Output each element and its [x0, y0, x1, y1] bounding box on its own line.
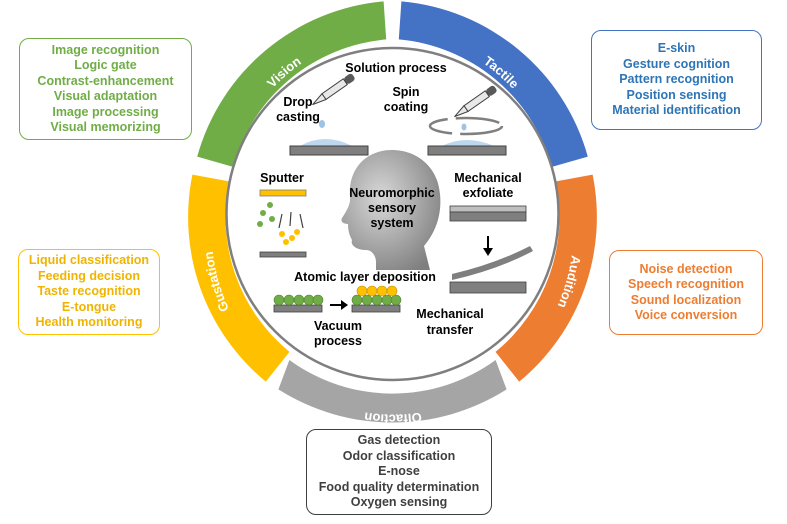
gustation-application: Liquid classification: [28, 253, 150, 268]
audition-application: Voice conversion: [634, 308, 738, 322]
mechanical-exfoliate-label-2: exfoliate: [463, 186, 514, 200]
vision-application: Image recognition: [51, 42, 160, 57]
drop-casting-label-2: casting: [276, 110, 320, 124]
vision-application: Image processing: [52, 104, 159, 119]
vacuum-process-label-2: process: [314, 334, 362, 348]
olfaction-application: Gas detection: [357, 433, 441, 448]
gustation-applications-box: Liquid classification Feeding decision T…: [18, 249, 160, 335]
center-title-line-3: system: [370, 216, 413, 230]
center-title-line-2: sensory: [368, 201, 416, 215]
sputter-illustration: [257, 189, 307, 258]
vision-applications-box: Image recognition Logic gate Contrast-en…: [19, 38, 192, 140]
drop-casting-label-1: Drop: [283, 95, 313, 109]
tactile-application: Pattern recognition: [619, 72, 734, 87]
exfoliation-illustration: [449, 205, 533, 294]
ring-segment-audition: [495, 174, 597, 382]
vacuum-process-label-1: Vacuum: [314, 319, 362, 333]
rotation-arrow-icon: [428, 116, 504, 136]
gustation-application: Feeding decision: [37, 268, 141, 283]
gustation-application: Taste recognition: [37, 284, 141, 299]
gustation-application: E-tongue: [61, 299, 117, 314]
tactile-application: Material identification: [612, 103, 741, 118]
ald-label: Atomic layer deposition: [294, 270, 436, 284]
right-arrow-icon: [341, 300, 348, 310]
spin-coating-illustration: [427, 85, 507, 156]
olfaction-applications-box: Gas detection Odor classification E-nose…: [306, 429, 492, 515]
tactile-application: Position sensing: [626, 87, 727, 102]
down-arrow-icon: [483, 248, 493, 256]
audition-application: Noise detection: [639, 261, 733, 276]
spin-coating-label-2: coating: [384, 100, 428, 114]
ring-segment-tactile: [398, 1, 588, 167]
ring-label-olfaction: Olfaction: [363, 409, 422, 426]
pipette-icon: [454, 85, 497, 118]
pipette-icon: [312, 73, 355, 106]
drop-casting-illustration: [289, 73, 369, 156]
ring-segment-olfaction: [278, 360, 507, 423]
vision-application: Logic gate: [74, 58, 137, 72]
audition-application: Sound localization: [630, 292, 742, 307]
olfaction-application: E-nose: [378, 464, 420, 479]
tactile-applications-box: E-skin Gesture cognition Pattern recogni…: [591, 30, 762, 130]
center-title-line-1: Neuromorphic: [349, 186, 434, 200]
ald-illustration: [273, 285, 402, 313]
sense-ring: [188, 1, 597, 423]
vision-application: Visual adaptation: [53, 89, 158, 103]
olfaction-application: Oxygen sensing: [350, 495, 448, 510]
vision-application: Contrast-enhancement: [37, 73, 174, 88]
solution-process-label: Solution process: [345, 61, 446, 75]
tactile-application: E-skin: [657, 41, 696, 56]
vision-application: Visual memorizing: [50, 120, 161, 134]
mechanical-transfer-label-2: transfer: [427, 323, 474, 337]
ring-segment-vision: [197, 1, 387, 167]
head-icon: [341, 150, 441, 270]
olfaction-application: Food quality determination: [318, 479, 480, 494]
spin-coating-label-1: Spin: [392, 85, 419, 99]
audition-application: Speech recognition: [628, 277, 744, 291]
mechanical-exfoliate-label-1: Mechanical: [454, 171, 521, 185]
olfaction-application: Odor classification: [342, 448, 456, 463]
audition-applications-box: Noise detection Speech recognition Sound…: [609, 250, 763, 335]
ring-segment-gustation: [188, 174, 290, 382]
tactile-application: Gesture cognition: [623, 56, 730, 71]
mechanical-transfer-label-1: Mechanical: [416, 307, 483, 321]
sputter-label: Sputter: [260, 171, 304, 185]
gustation-application: Health monitoring: [35, 315, 143, 330]
